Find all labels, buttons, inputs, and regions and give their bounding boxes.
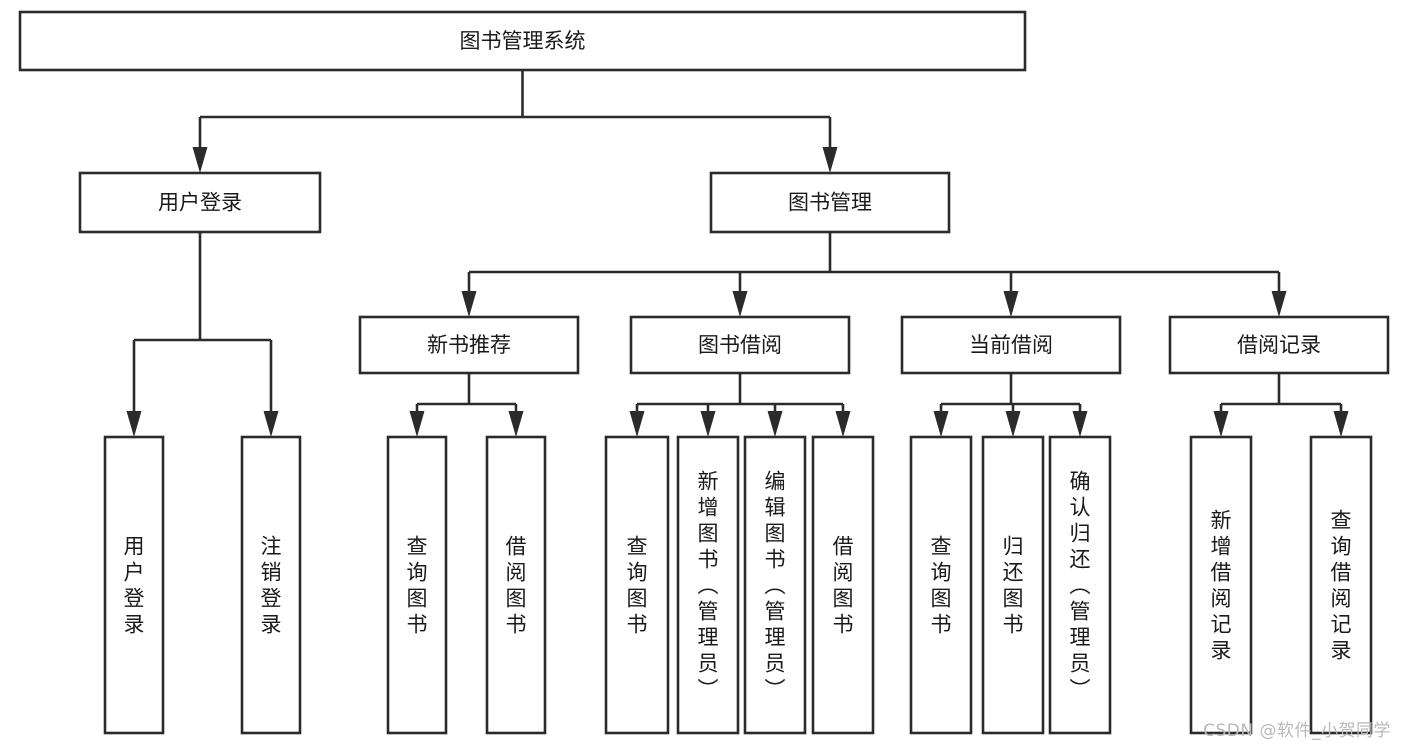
node-box-leaf-query-record bbox=[1309, 435, 1373, 735]
arrow-head-leaf_user_login bbox=[126, 411, 142, 437]
node-label-leaf-borrow-book-2: 借阅图书 bbox=[833, 534, 854, 636]
node-box-leaf-logout bbox=[240, 435, 302, 735]
node-label-leaf-query-book-1: 查询图书 bbox=[407, 534, 428, 636]
node-label-leaf-add-record: 新增借阅记录 bbox=[1211, 508, 1232, 662]
node-box-book-manage bbox=[709, 171, 951, 234]
node-box-leaf-borrow-book-2 bbox=[811, 435, 875, 735]
arrow-head-leaf_edit_book bbox=[767, 411, 783, 437]
node-leaf-query-book-3[interactable]: 查询图书 bbox=[909, 435, 973, 735]
node-label-book-manage: 图书管理 bbox=[788, 191, 872, 215]
node-leaf-add-record[interactable]: 新增借阅记录 bbox=[1189, 435, 1253, 735]
node-box-leaf-query-book-1 bbox=[386, 435, 448, 735]
node-label-leaf-logout: 注销登录 bbox=[261, 534, 282, 636]
arrow-head-leaf_add_record bbox=[1213, 411, 1229, 437]
arrow-head-user_login bbox=[192, 147, 208, 173]
arrow-head-leaf_return_book bbox=[1005, 411, 1021, 437]
node-box-leaf-return-book bbox=[981, 435, 1045, 735]
node-label-leaf-edit-book: 编辑图书︵管理员︶ bbox=[765, 469, 786, 701]
node-label-leaf-query-record: 查询借阅记录 bbox=[1331, 508, 1352, 662]
arrow-head-current_borrow bbox=[1003, 291, 1019, 317]
node-box-borrow-record bbox=[1168, 315, 1390, 375]
node-leaf-borrow-book-2[interactable]: 借阅图书 bbox=[811, 435, 875, 735]
node-label-leaf-borrow-book-1: 借阅图书 bbox=[506, 534, 527, 636]
node-label-user-login: 用户登录 bbox=[158, 191, 242, 215]
csdn-watermark: CSDN @软件_小贺同学 bbox=[1203, 721, 1391, 741]
node-root[interactable]: 图书管理系统 bbox=[18, 10, 1027, 72]
arrow-head-leaf_query_book_2 bbox=[629, 411, 645, 437]
node-label-leaf-confirm-return: 确认归还︵管理员︶ bbox=[1070, 469, 1091, 701]
node-box-user-login bbox=[78, 171, 322, 234]
node-box-root bbox=[18, 10, 1027, 72]
node-label-new-book-rec: 新书推荐 bbox=[427, 333, 511, 357]
node-label-root: 图书管理系统 bbox=[460, 29, 586, 53]
node-label-leaf-return-book: 归还图书 bbox=[1003, 534, 1024, 636]
arrow-head-leaf_borrow_book_1 bbox=[508, 411, 524, 437]
connector-layer bbox=[126, 70, 1349, 437]
arrow-head-book_borrow bbox=[732, 291, 748, 317]
node-user-login[interactable]: 用户登录 bbox=[78, 171, 322, 234]
node-leaf-query-record[interactable]: 查询借阅记录 bbox=[1309, 435, 1373, 735]
arrow-head-new_book_rec bbox=[461, 291, 477, 317]
arrow-head-borrow_record bbox=[1271, 291, 1287, 317]
node-box-leaf-edit-book bbox=[743, 435, 807, 735]
node-leaf-query-book-2[interactable]: 查询图书 bbox=[604, 435, 670, 735]
node-leaf-user-login[interactable]: 用户登录 bbox=[103, 435, 165, 735]
arrow-head-leaf_query_book_3 bbox=[933, 411, 949, 437]
node-label-borrow-record: 借阅记录 bbox=[1237, 333, 1321, 357]
arrow-head-leaf_borrow_book_2 bbox=[835, 411, 851, 437]
node-box-leaf-query-book-3 bbox=[909, 435, 973, 735]
node-leaf-query-book-1[interactable]: 查询图书 bbox=[386, 435, 448, 735]
node-leaf-confirm-return[interactable]: 确认归还︵管理员︶ bbox=[1048, 435, 1112, 735]
node-label-leaf-query-book-3: 查询图书 bbox=[931, 534, 952, 636]
arrow-head-book_manage bbox=[822, 147, 838, 173]
node-leaf-edit-book[interactable]: 编辑图书︵管理员︶ bbox=[743, 435, 807, 735]
node-label-current-borrow: 当前借阅 bbox=[969, 333, 1053, 357]
arrow-head-leaf_query_book_1 bbox=[409, 411, 425, 437]
node-book-manage[interactable]: 图书管理 bbox=[709, 171, 951, 234]
arrow-head-leaf_confirm_return bbox=[1072, 411, 1088, 437]
node-box-leaf-user-login bbox=[103, 435, 165, 735]
node-current-borrow[interactable]: 当前借阅 bbox=[900, 315, 1122, 375]
node-box-current-borrow bbox=[900, 315, 1122, 375]
node-layer: 图书管理系统用户登录图书管理新书推荐图书借阅当前借阅借阅记录用户登录注销登录查询… bbox=[18, 10, 1390, 735]
node-leaf-borrow-book-1[interactable]: 借阅图书 bbox=[485, 435, 547, 735]
arrow-head-leaf_add_book bbox=[700, 411, 716, 437]
node-label-leaf-add-book: 新增图书︵管理员︶ bbox=[698, 469, 719, 701]
node-leaf-return-book[interactable]: 归还图书 bbox=[981, 435, 1045, 735]
node-box-leaf-add-record bbox=[1189, 435, 1253, 735]
node-label-leaf-query-book-2: 查询图书 bbox=[627, 534, 648, 636]
node-box-leaf-query-book-2 bbox=[604, 435, 670, 735]
node-box-leaf-add-book bbox=[676, 435, 740, 735]
node-label-book-borrow: 图书借阅 bbox=[698, 333, 782, 357]
node-box-leaf-confirm-return bbox=[1048, 435, 1112, 735]
node-box-leaf-borrow-book-1 bbox=[485, 435, 547, 735]
node-borrow-record[interactable]: 借阅记录 bbox=[1168, 315, 1390, 375]
node-leaf-logout[interactable]: 注销登录 bbox=[240, 435, 302, 735]
node-leaf-add-book[interactable]: 新增图书︵管理员︶ bbox=[676, 435, 740, 735]
node-box-book-borrow bbox=[629, 315, 851, 375]
node-box-new-book-rec bbox=[358, 315, 580, 375]
node-book-borrow[interactable]: 图书借阅 bbox=[629, 315, 851, 375]
node-new-book-rec[interactable]: 新书推荐 bbox=[358, 315, 580, 375]
arrow-head-leaf_logout bbox=[263, 411, 279, 437]
arrow-head-leaf_query_record bbox=[1333, 411, 1349, 437]
node-label-leaf-user-login: 用户登录 bbox=[124, 534, 145, 636]
